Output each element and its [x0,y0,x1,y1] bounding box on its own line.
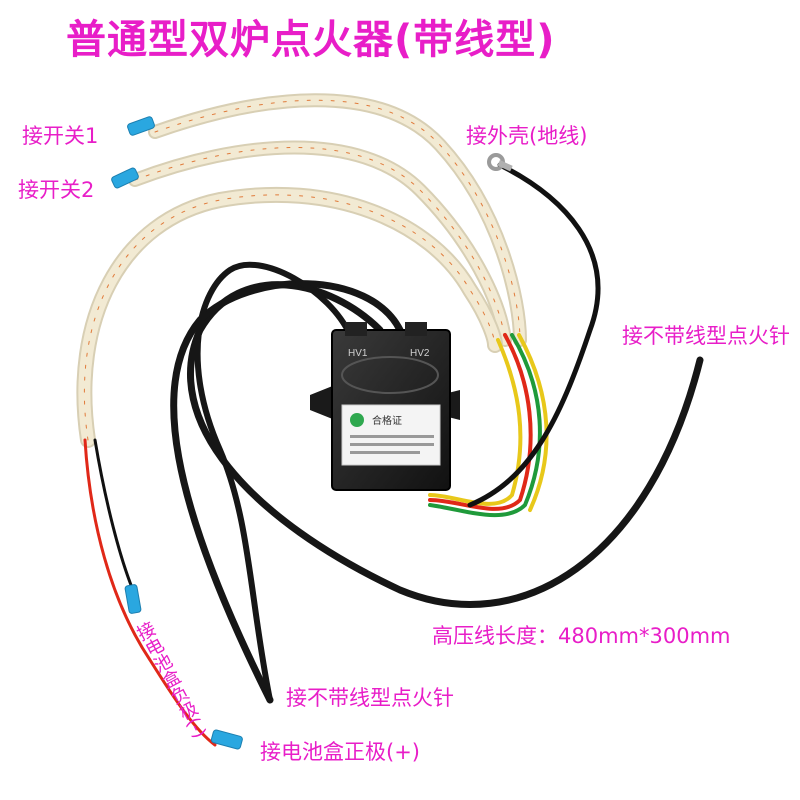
blue-terminal-icon [111,116,243,750]
device-hv2-label: HV2 [410,348,430,359]
label-needle-bottom: 接不带线型点火针 [286,686,454,710]
label-hv-length: 高压线长度：480mm*300mm [432,624,731,648]
device-hv1-label: HV1 [348,348,368,359]
label-battery-positive: 接电池盒正极(+) [260,740,420,764]
page-title: 普通型双炉点火器(带线型) [66,17,556,63]
ring-terminal-icon [487,153,513,172]
label-ground: 接外壳(地线) [466,124,588,148]
hv-wire-bottom [170,280,404,704]
label-switch2: 接开关2 [18,178,95,202]
battery-negative-wire [93,438,137,597]
insulated-wire-switch1 [148,93,527,347]
hv-wire-device-top [194,261,353,703]
igniter-device [310,322,460,491]
label-switch1: 接开关1 [22,124,99,148]
colored-leads [428,333,549,518]
battery-positive-wire [83,438,217,747]
insulated-wire-switch2 [128,140,512,347]
label-needle-right: 接不带线型点火针 [622,324,790,348]
device-cert-label: 合格证 [372,414,402,427]
insulated-wire-battery [76,186,503,448]
ground-wire [467,162,601,508]
